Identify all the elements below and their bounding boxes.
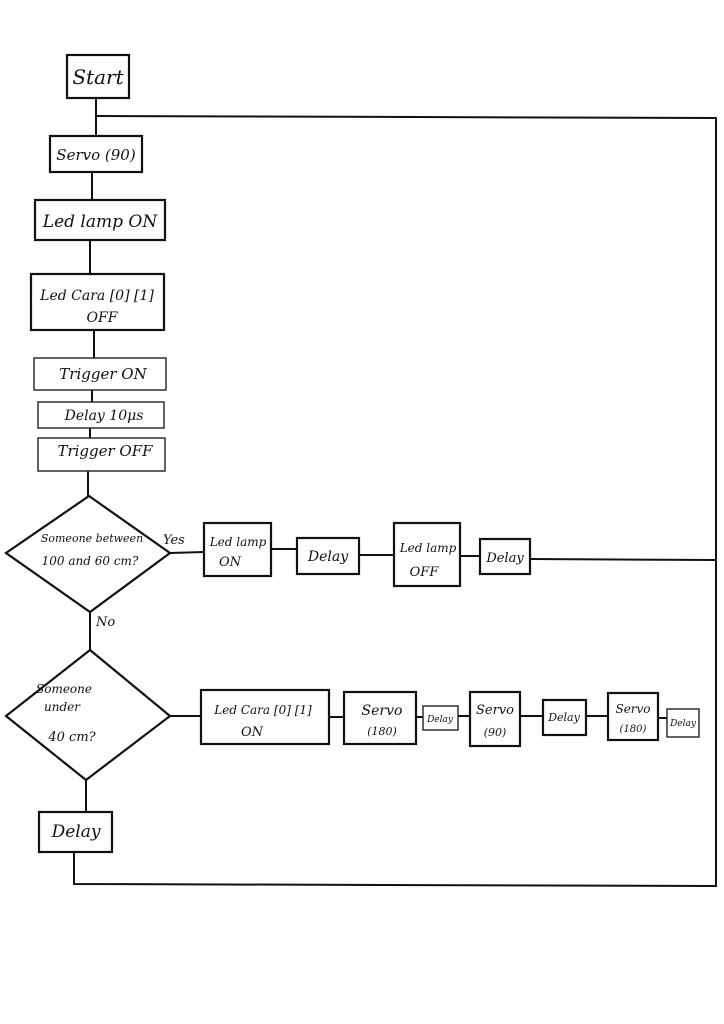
- ledlamp-off-label-2: OFF: [410, 565, 440, 580]
- trigger-off-label: Trigger OFF: [57, 442, 153, 460]
- led-cara-off-node: Led Cara [0] [1] OFF: [29, 272, 166, 332]
- servo-90-label-2b: (90): [484, 726, 507, 739]
- decision-between-node: Someone between 100 and 60 cm?: [4, 494, 172, 614]
- led-lamp-on-node: Led lamp ON: [33, 198, 167, 242]
- servo-90-node-2: Servo (90): [468, 690, 522, 748]
- trigger-on-node: Trigger ON: [33, 357, 167, 391]
- led-lamp-on-label: Led lamp ON: [42, 212, 159, 232]
- delay-a-node: Delay: [295, 536, 361, 576]
- led-cara-off-label-1: Led Cara [0] [1]: [39, 288, 154, 304]
- delay-c-label: Delay: [426, 715, 454, 725]
- delay-b-node: Delay: [478, 537, 532, 576]
- decision-under-node: Someone under 40 cm?: [4, 648, 172, 782]
- ledcara-on-label-1: Led Cara [0] [1]: [213, 703, 312, 717]
- ledlamp-off-label-1: Led lamp: [399, 541, 457, 555]
- led-cara-off-label-2: OFF: [87, 310, 119, 326]
- servo-90-node: Servo (90): [48, 134, 144, 174]
- start-node: Start: [65, 53, 131, 100]
- delay-d-node: Delay: [541, 698, 588, 737]
- ledlamp-off-node: Led lamp OFF: [392, 521, 462, 588]
- delay-a-label: Delay: [307, 549, 349, 565]
- decision-under-label-1: Someone: [36, 682, 92, 696]
- delay-b-label: Delay: [485, 551, 524, 566]
- connectors: [73, 98, 717, 888]
- decision-between-label-1: Someone between: [41, 532, 143, 545]
- decision-under-label-2: under: [44, 700, 81, 714]
- servo-90-label-2a: Servo: [476, 703, 514, 718]
- trigger-on-label: Trigger ON: [59, 365, 147, 383]
- delay-10us-label: Delay 10μs: [64, 408, 144, 424]
- servo-180-node-2: Servo (180): [606, 691, 660, 742]
- decision-under-label-3: 40 cm?: [47, 730, 96, 745]
- delay-10us-node: Delay 10μs: [37, 401, 165, 429]
- start-label: Start: [72, 65, 124, 89]
- ledcara-on-label-2: ON: [241, 725, 264, 740]
- ledlamp-on-label-1: Led lamp: [209, 535, 267, 549]
- ledcara-on-node: Led Cara [0] [1] ON: [199, 688, 331, 746]
- servo-180-node-1: Servo (180): [342, 690, 418, 746]
- delay-e-label: Delay: [669, 719, 697, 729]
- trigger-off-node: Trigger OFF: [37, 437, 166, 472]
- servo-180-label-2b: (180): [620, 724, 647, 735]
- servo-90-label: Servo (90): [56, 146, 136, 164]
- no-label: No: [95, 615, 115, 630]
- ledlamp-on-label-2: ON: [219, 555, 242, 570]
- delay-final-node: Delay: [37, 810, 114, 854]
- servo-180-label-1b: (180): [367, 725, 397, 738]
- decision-between-label-2: 100 and 60 cm?: [42, 554, 139, 568]
- servo-180-label-1a: Servo: [362, 703, 403, 719]
- servo-180-label-2a: Servo: [615, 702, 650, 716]
- delay-c-node: Delay: [422, 705, 459, 731]
- delay-final-label: Delay: [51, 822, 101, 842]
- yes-label: Yes: [163, 533, 185, 548]
- delay-e-node: Delay: [666, 708, 700, 738]
- delay-d-label: Delay: [547, 711, 580, 724]
- ledlamp-on-node: Led lamp ON: [202, 521, 273, 578]
